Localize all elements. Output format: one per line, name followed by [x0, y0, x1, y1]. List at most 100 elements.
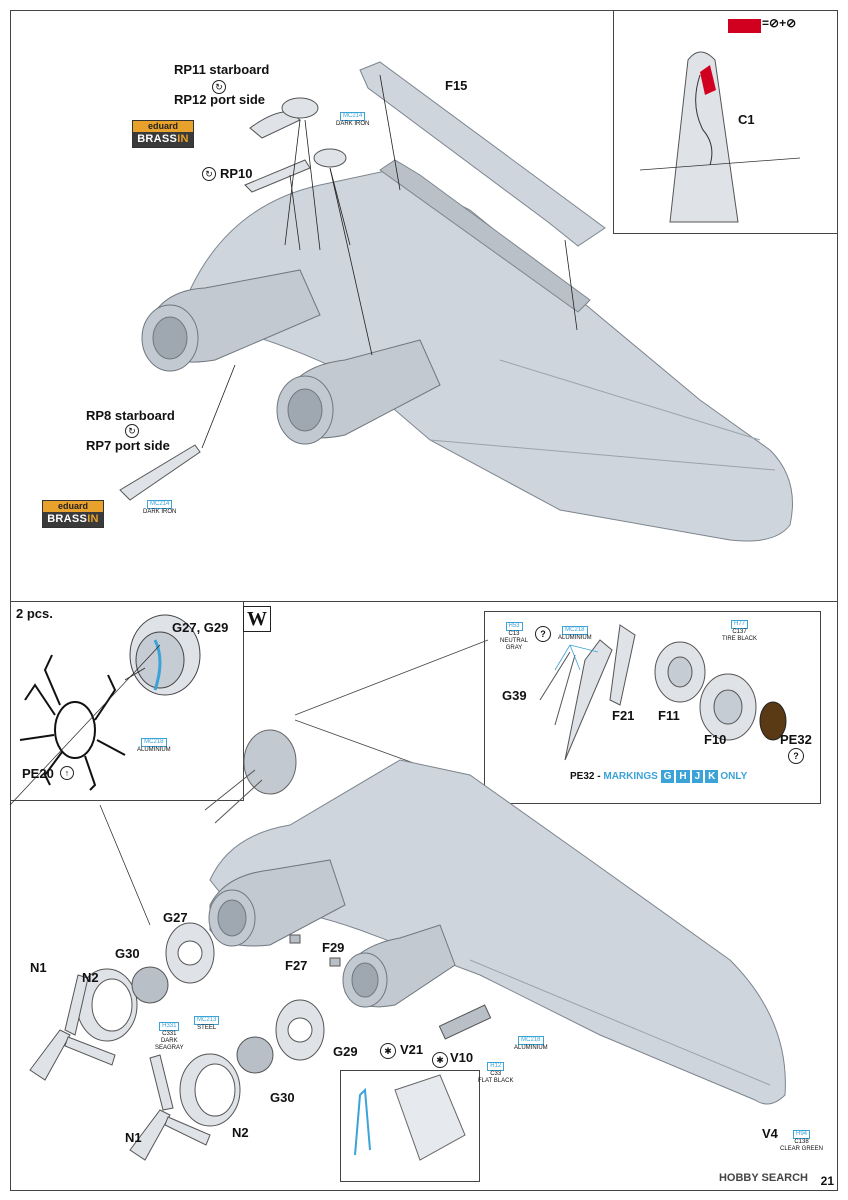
wing-top	[189, 159, 793, 542]
h331-code: H331	[159, 1022, 180, 1031]
v21-label: V21	[400, 1042, 424, 1057]
c1-inset-frame	[613, 10, 838, 234]
step-w-box: W	[243, 606, 271, 632]
wheel-inset-frame	[484, 611, 821, 804]
main-gear-assembly	[204, 729, 297, 824]
rp11-label: RP11 starboard	[174, 62, 270, 77]
mc218-code-inset: MC218	[562, 626, 588, 635]
g39-label: G39	[502, 688, 527, 703]
bottom-panel	[10, 601, 838, 1191]
h331-name1: DARK	[160, 1038, 178, 1044]
brassin-exhaust-parts	[119, 97, 347, 501]
rp12-label: RP12 port side	[174, 92, 266, 107]
h53-ref: C13	[508, 631, 520, 637]
pe20-label: PE20	[22, 766, 54, 781]
mc213-code: MC213	[194, 1016, 220, 1025]
h12-name: FLAT BLACK	[478, 1078, 514, 1084]
brassin-logo-top-eduard: eduard	[133, 121, 193, 132]
f27-f29-small-parts	[289, 934, 492, 1040]
g27-g29-label: G27, G29	[172, 620, 229, 635]
rotate-icon-rp11: ↻	[212, 80, 226, 94]
star-icon-v10: ✱	[432, 1052, 448, 1068]
star-icon-v21: ✱	[380, 1043, 396, 1059]
nacelle-bottom-a	[208, 859, 346, 947]
flap-f15	[359, 61, 606, 247]
rotate-icon-rp8: ↻	[125, 424, 139, 438]
marking-h: H	[676, 770, 690, 783]
f29-label: F29	[322, 940, 345, 955]
nacelle-bottom-b	[342, 924, 456, 1008]
h94-ref: C138	[794, 1139, 809, 1145]
n2-label-b: N2	[232, 1125, 249, 1140]
engine-radial-inset	[124, 614, 201, 696]
h53-code: H53	[505, 622, 523, 631]
question-icon-b: ?	[788, 748, 804, 764]
mc218-name-b: ALUMINIUM	[514, 1045, 548, 1051]
wheel-parts-inset	[539, 624, 787, 761]
h12-code: H12	[487, 1062, 505, 1071]
pe32-note-only: ONLY	[720, 771, 748, 782]
engine-inset-frame	[10, 601, 244, 801]
h94-code: H94	[793, 1130, 811, 1139]
c1-seat-part	[639, 51, 801, 223]
v4-label: V4	[762, 1126, 778, 1141]
marking-j: J	[691, 770, 704, 783]
nacelle-top-a	[141, 269, 321, 372]
g30-label-a: G30	[115, 946, 140, 961]
f21-label: F21	[612, 708, 635, 723]
mc218-name-inset: ALUMINIUM	[558, 635, 592, 641]
marking-g: G	[660, 770, 675, 783]
mc214-code-b: MC214	[147, 500, 173, 509]
page-number: 21	[820, 1174, 834, 1188]
h77-ref: C137	[732, 629, 747, 635]
g27-label: G27	[163, 910, 188, 925]
pe32-label: PE32	[780, 732, 812, 747]
paint-equals-label: =⊘+⊘	[762, 16, 797, 30]
rp10-label: RP10	[220, 166, 253, 181]
two-pcs-label: 2 pcs.	[16, 606, 53, 621]
mc213-name: STEEL	[197, 1025, 217, 1031]
rp8-label: RP8 starboard	[86, 408, 175, 423]
brassin-logo-top: eduard BRASSIN	[132, 120, 194, 148]
pe32-note-prefix: PE32 -	[570, 771, 604, 782]
h12-ref: C33	[490, 1071, 502, 1077]
mc214-name-a: DARK IRON	[336, 121, 370, 127]
marking-k: K	[705, 770, 719, 783]
engine-set-a	[29, 922, 215, 1081]
g30-label-b: G30	[270, 1090, 295, 1105]
engine-set-b	[129, 999, 325, 1161]
h77-name: TIRE BLACK	[722, 636, 758, 642]
h331-ref: C331	[162, 1031, 177, 1037]
cockpit-inset-drawing	[354, 1074, 466, 1161]
mc218-code-b: MC218	[518, 1036, 544, 1045]
pe20-ignition-harness	[19, 654, 126, 791]
g29-label: G29	[333, 1044, 358, 1059]
c1-label: C1	[738, 112, 755, 127]
pe32-note-markings: MARKINGS	[603, 771, 658, 782]
cockpit-inset-frame	[340, 1070, 480, 1182]
rp7-label: RP7 port side	[86, 438, 170, 453]
f10-label: F10	[704, 732, 727, 747]
brassin-logo-top-brassin: BRASSIN	[133, 132, 193, 147]
f27-label: F27	[285, 958, 308, 973]
h331-name2: SEAGRAY	[155, 1045, 184, 1051]
brassin-a: BRASS	[137, 133, 178, 145]
h77-code: H77	[731, 620, 749, 629]
mc218-code-a: MC218	[141, 738, 167, 747]
brassin-b: IN	[177, 133, 189, 145]
rotate-icon-rp10: ↻	[202, 167, 216, 181]
mc214-name-b: DARK IRON	[143, 509, 177, 515]
